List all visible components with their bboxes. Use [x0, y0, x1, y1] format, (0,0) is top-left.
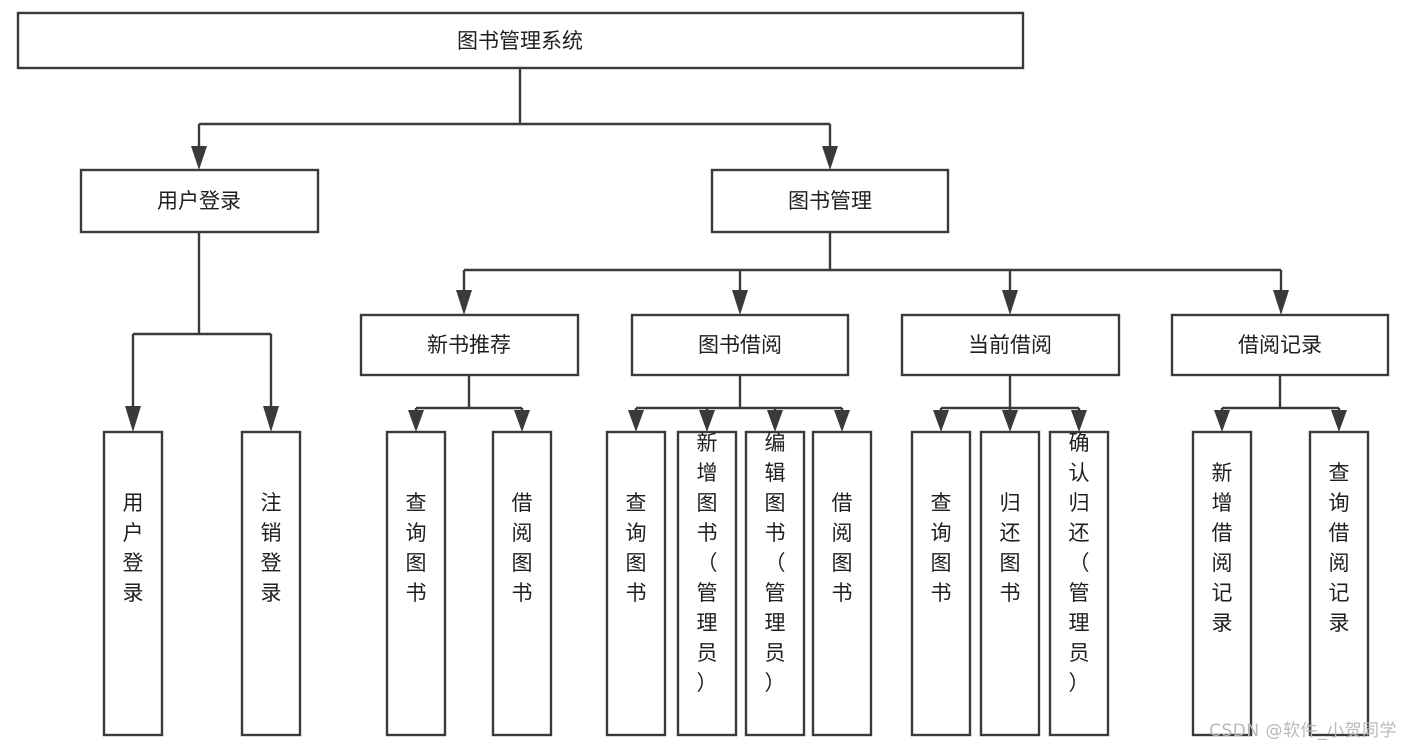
- node-borrow-records[interactable]: 借阅记录: [1170, 313, 1390, 377]
- node-book-management-label: 图书管理: [788, 189, 872, 213]
- leaf-user-logout-label: 注销登录: [261, 491, 282, 605]
- arrow-borrow-to-leaf2: [767, 410, 783, 432]
- leaf-records-query-label: 查询借阅记录: [1329, 461, 1350, 635]
- leaf-current-query-label: 查询图书: [931, 491, 952, 605]
- leaf-records-add[interactable]: 新增借阅记录: [1191, 430, 1253, 737]
- node-root-box[interactable]: [16, 11, 1025, 70]
- arrow-bookmgmt-to-borrow: [732, 290, 748, 315]
- node-borrow-records-box[interactable]: [1170, 313, 1390, 377]
- leaf-current-return[interactable]: 归还图书: [979, 430, 1041, 737]
- leaf-current-confirm-return-box[interactable]: [1048, 430, 1110, 737]
- leaf-records-add-label: 新增借阅记录: [1212, 461, 1233, 635]
- node-user-login-label: 用户登录: [157, 189, 241, 213]
- leaf-newbook-query-label: 查询图书: [406, 491, 427, 605]
- node-book-borrow[interactable]: 图书借阅: [630, 313, 850, 377]
- leaf-borrow-query[interactable]: 查询图书: [605, 430, 667, 737]
- arrow-current-to-leaf0: [933, 410, 949, 432]
- arrow-borrow-to-leaf0: [628, 410, 644, 432]
- node-borrow-records-label: 借阅记录: [1238, 333, 1322, 357]
- node-current-borrow-box[interactable]: [900, 313, 1121, 377]
- connectors-layer: [125, 68, 1347, 432]
- arrow-borrow-to-leaf1: [699, 410, 715, 432]
- leaf-newbook-borrow-box[interactable]: [491, 430, 553, 737]
- leaf-borrow-add-book-box[interactable]: [676, 430, 738, 737]
- leaf-records-query[interactable]: 查询借阅记录: [1308, 430, 1370, 737]
- arrow-newbook-to-leaf0: [408, 410, 424, 432]
- leaf-borrow-borrow-book[interactable]: 借阅图书: [811, 430, 873, 737]
- arrow-userlogin-to-leaf0: [125, 406, 141, 432]
- leaf-borrow-add-book[interactable]: 新增图书（管理员）: [676, 430, 738, 737]
- leaf-current-confirm-return[interactable]: 确认归还（管理员）: [1048, 430, 1110, 737]
- leaf-newbook-query[interactable]: 查询图书: [385, 430, 447, 737]
- leaf-borrow-borrow-book-label: 借阅图书: [832, 491, 853, 605]
- node-book-borrow-label: 图书借阅: [698, 333, 782, 357]
- arrow-records-to-leaf1: [1331, 410, 1347, 432]
- leaf-borrow-edit-book-label: 编辑图书（管理员）: [765, 431, 786, 695]
- leaf-current-query-box[interactable]: [910, 430, 972, 737]
- leaf-borrow-add-book-label: 新增图书（管理员）: [697, 431, 718, 695]
- node-root[interactable]: 图书管理系统: [16, 11, 1025, 70]
- leaf-newbook-query-box[interactable]: [385, 430, 447, 737]
- arrow-root-to-book-mgmt: [822, 146, 838, 170]
- leaf-user-logout-box[interactable]: [240, 430, 302, 737]
- leaf-user-login-login[interactable]: 用户登录: [102, 430, 164, 737]
- leaf-newbook-borrow[interactable]: 借阅图书: [491, 430, 553, 737]
- node-user-login[interactable]: 用户登录: [79, 168, 320, 234]
- leaf-user-logout[interactable]: 注销登录: [240, 430, 302, 737]
- arrow-userlogin-to-leaf1: [263, 406, 279, 432]
- node-current-borrow-label: 当前借阅: [968, 333, 1052, 357]
- node-user-login-box[interactable]: [79, 168, 320, 234]
- leaf-current-return-label: 归还图书: [1000, 491, 1021, 605]
- arrow-bookmgmt-to-newbook: [456, 290, 472, 315]
- leaf-borrow-query-label: 查询图书: [626, 491, 647, 605]
- csdn-watermark: CSDN @软件_小贺同学: [1209, 721, 1397, 741]
- leaf-records-add-box[interactable]: [1191, 430, 1253, 737]
- arrow-root-to-user-login: [191, 146, 207, 170]
- node-new-book-recommend[interactable]: 新书推荐: [359, 313, 580, 377]
- arrow-newbook-to-leaf1: [514, 410, 530, 432]
- node-current-borrow[interactable]: 当前借阅: [900, 313, 1121, 377]
- leaf-user-login-login-label: 用户登录: [123, 491, 144, 605]
- node-book-management-box[interactable]: [710, 168, 950, 234]
- arrow-bookmgmt-to-current: [1002, 290, 1018, 315]
- leaf-current-return-box[interactable]: [979, 430, 1041, 737]
- arrow-current-to-leaf2: [1071, 410, 1087, 432]
- leaf-borrow-query-box[interactable]: [605, 430, 667, 737]
- leaf-current-query[interactable]: 查询图书: [910, 430, 972, 737]
- node-root-label: 图书管理系统: [457, 29, 583, 53]
- leaf-newbook-borrow-label: 借阅图书: [512, 491, 533, 605]
- leaf-borrow-edit-book-box[interactable]: [744, 430, 806, 737]
- arrow-current-to-leaf1: [1002, 410, 1018, 432]
- node-new-book-recommend-box[interactable]: [359, 313, 580, 377]
- arrow-bookmgmt-to-records: [1273, 290, 1289, 315]
- leaf-user-login-login-box[interactable]: [102, 430, 164, 737]
- leaf-borrow-borrow-book-box[interactable]: [811, 430, 873, 737]
- node-book-management[interactable]: 图书管理: [710, 168, 950, 234]
- leaf-borrow-edit-book[interactable]: 编辑图书（管理员）: [744, 430, 806, 737]
- leaf-current-confirm-return-label: 确认归还（管理员）: [1069, 431, 1090, 695]
- node-new-book-recommend-label: 新书推荐: [427, 333, 511, 357]
- leaf-records-query-box[interactable]: [1308, 430, 1370, 737]
- arrow-borrow-to-leaf3: [834, 410, 850, 432]
- arrow-records-to-leaf0: [1214, 410, 1230, 432]
- node-book-borrow-box[interactable]: [630, 313, 850, 377]
